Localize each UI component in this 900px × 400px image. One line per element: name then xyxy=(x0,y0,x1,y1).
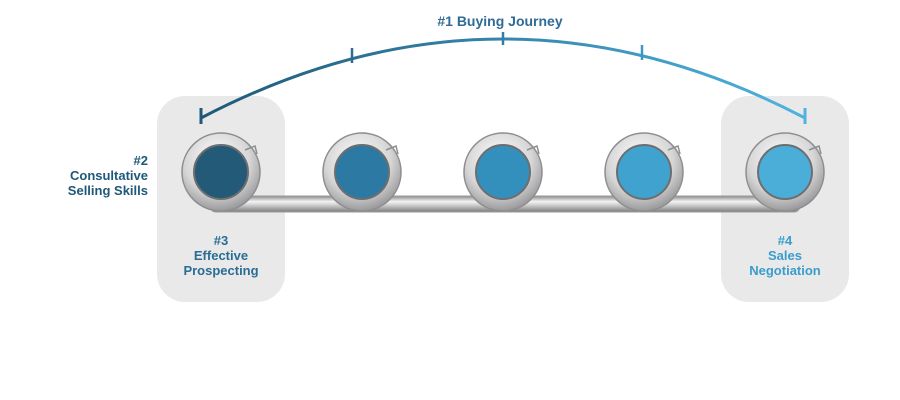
roadmap-node xyxy=(604,132,684,212)
roadmap-node xyxy=(322,132,402,212)
prospecting-line2: Prospecting xyxy=(183,263,259,278)
prospecting-number: #3 xyxy=(213,233,229,248)
roadmap-node xyxy=(745,132,825,212)
effective-prospecting-label: #3 Effective Prospecting xyxy=(157,233,285,278)
roadmap-node xyxy=(181,132,261,212)
journey-arc xyxy=(200,37,806,120)
ring-notch xyxy=(526,144,540,155)
negotiation-line1: Sales xyxy=(768,248,802,263)
ring-notch xyxy=(244,144,258,155)
ring-notch xyxy=(667,144,681,155)
consultative-line2: Selling Skills xyxy=(67,183,148,198)
buying-journey-label: #1 Buying Journey xyxy=(400,14,600,29)
ring-notch xyxy=(808,144,822,155)
buying-journey-text: #1 Buying Journey xyxy=(437,13,563,29)
consultative-number: #2 xyxy=(133,153,148,168)
negotiation-line2: Negotiation xyxy=(749,263,821,278)
negotiation-number: #4 xyxy=(777,233,793,248)
prospecting-line1: Effective xyxy=(193,248,249,263)
sales-negotiation-label: #4 Sales Negotiation xyxy=(721,233,849,278)
consultative-selling-label: #2 Consultative Selling Skills xyxy=(18,153,148,198)
ring-notch xyxy=(385,144,399,155)
roadmap-node xyxy=(463,132,543,212)
consultative-line1: Consultative xyxy=(69,168,148,183)
